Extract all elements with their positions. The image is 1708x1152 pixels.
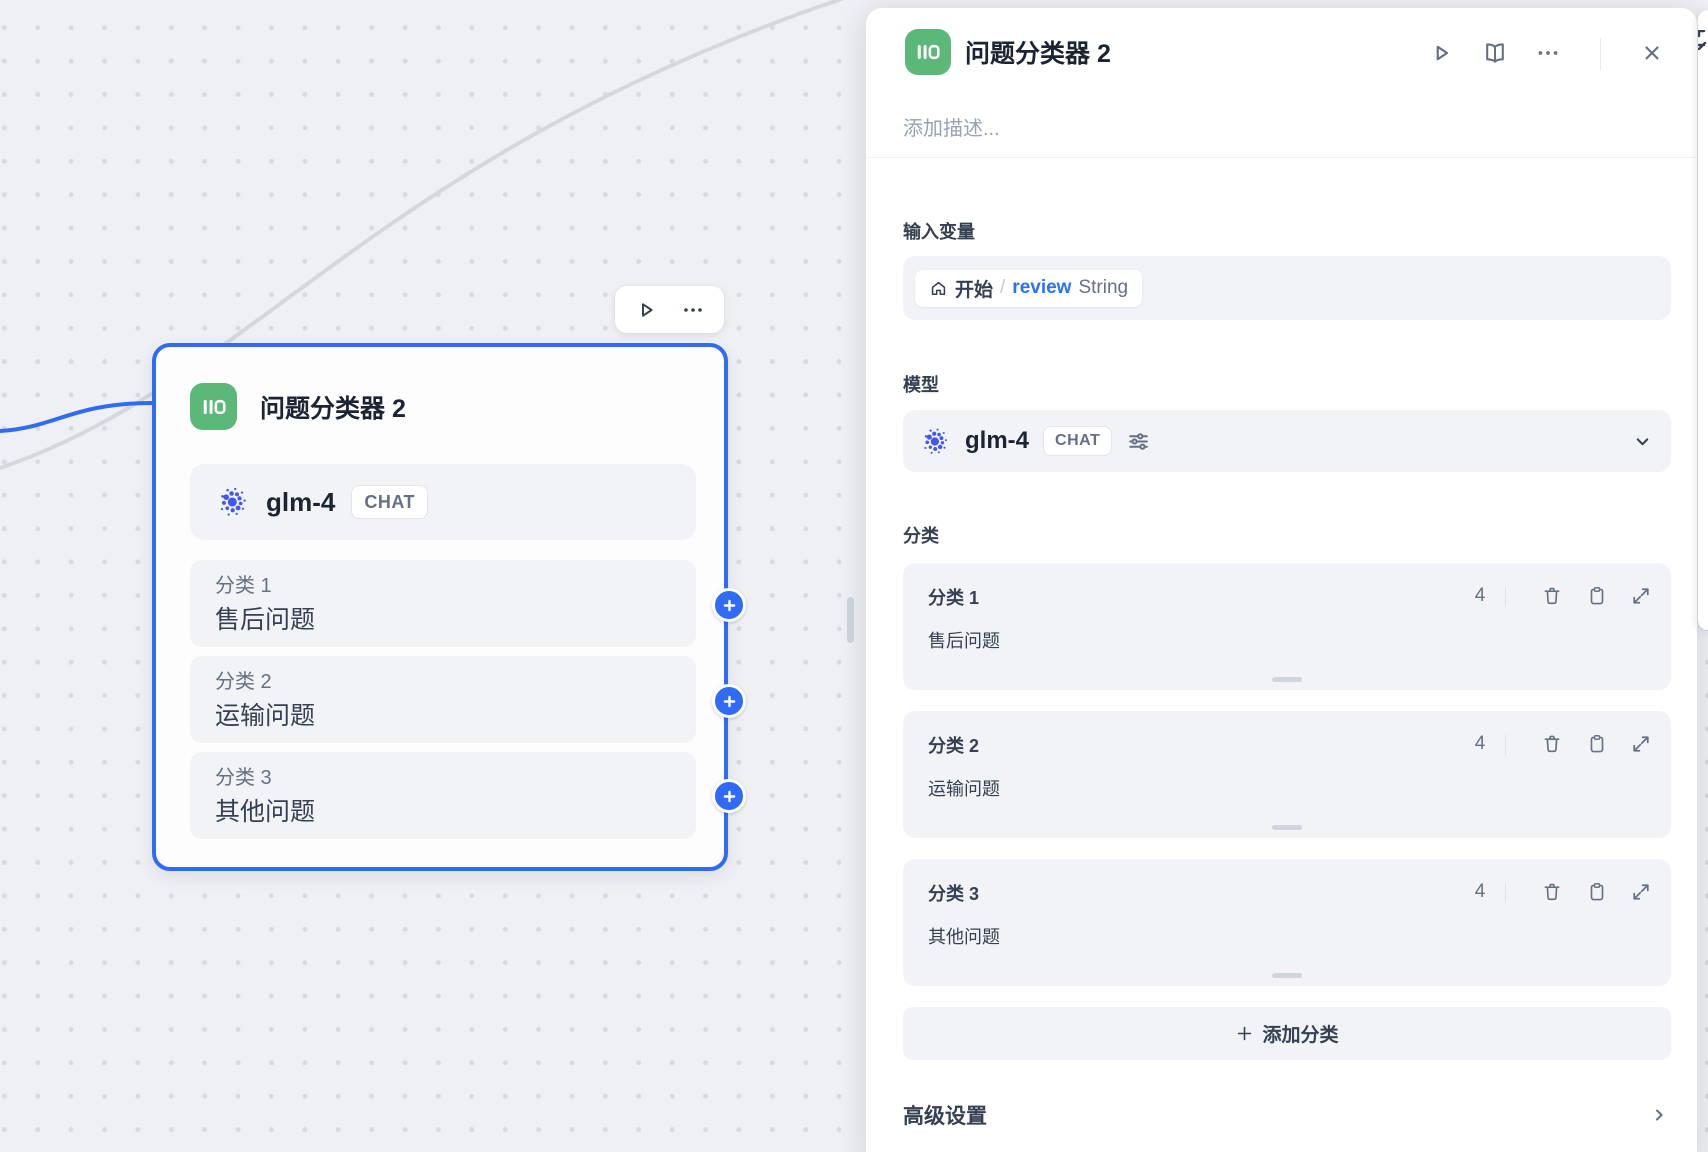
ellipsis-icon bbox=[684, 307, 702, 312]
question-classifier-icon bbox=[917, 44, 940, 60]
category-count: 4 bbox=[1474, 733, 1486, 754]
node-model-mode-badge: CHAT bbox=[351, 485, 428, 519]
category-text: 其他问题 bbox=[928, 927, 1000, 947]
node-category-text: 其他问题 bbox=[215, 798, 316, 826]
variable-source-node: 开始 bbox=[955, 279, 994, 301]
source-handle-category-2[interactable] bbox=[712, 684, 746, 718]
category-card-3[interactable]: 分类 3 4 其他问题 bbox=[903, 859, 1671, 986]
node-category-text: 售后问题 bbox=[215, 606, 316, 634]
panel-run-button[interactable] bbox=[1424, 36, 1458, 70]
copy-icon[interactable] bbox=[1586, 733, 1608, 755]
advanced-settings-row[interactable]: 高级设置 bbox=[903, 1094, 1671, 1136]
home-icon bbox=[931, 281, 946, 295]
panel-more-button[interactable] bbox=[1531, 36, 1565, 70]
category-card-1[interactable]: 分类 1 4 售后问题 bbox=[903, 563, 1671, 690]
advanced-settings-label: 高级设置 bbox=[903, 1105, 987, 1128]
header-divider bbox=[1600, 38, 1601, 70]
category-text: 运输问题 bbox=[928, 779, 1000, 799]
node-run-button[interactable] bbox=[630, 294, 662, 326]
source-handle-category-1[interactable] bbox=[712, 588, 746, 622]
plus-icon bbox=[723, 790, 735, 802]
plus-icon bbox=[723, 695, 735, 707]
copy-icon[interactable] bbox=[1586, 585, 1608, 607]
play-icon bbox=[642, 302, 653, 317]
panel-title: 问题分类器 2 bbox=[965, 40, 1111, 68]
node-model-name: glm-4 bbox=[266, 486, 336, 517]
node-category-3: 分类 3 其他问题 bbox=[190, 752, 696, 839]
input-variable-label: 输入变量 bbox=[903, 222, 975, 242]
model-label: 模型 bbox=[903, 375, 939, 395]
plus-icon bbox=[723, 599, 735, 611]
copy-icon[interactable] bbox=[1586, 881, 1608, 903]
variable-name: review bbox=[1012, 277, 1072, 298]
ellipsis-icon bbox=[1538, 51, 1558, 55]
question-classifier-node[interactable]: 问题分类器 2 glm-4 CHAT 分类 bbox=[152, 343, 746, 871]
node-category-text: 运输问题 bbox=[215, 702, 316, 730]
panel-docs-button[interactable] bbox=[1478, 36, 1512, 70]
input-variable-field[interactable]: 开始 / review String bbox=[903, 256, 1671, 320]
card-divider bbox=[1505, 883, 1506, 903]
offscreen-panel-edge bbox=[1698, 10, 1708, 630]
node-category-label: 分类 3 bbox=[215, 767, 272, 789]
category-title: 分类 2 bbox=[928, 736, 980, 756]
book-open-icon bbox=[1486, 43, 1504, 63]
variable-type: String bbox=[1078, 277, 1129, 298]
categories-label: 分类 bbox=[903, 526, 939, 546]
panel-close-button[interactable] bbox=[1635, 36, 1669, 70]
expand-icon[interactable] bbox=[1630, 733, 1652, 755]
card-divider bbox=[1505, 735, 1506, 755]
model-name: glm-4 bbox=[965, 427, 1030, 454]
category-card-2[interactable]: 分类 2 4 运输问题 bbox=[903, 711, 1671, 838]
node-title: 问题分类器 2 bbox=[260, 394, 406, 423]
question-classifier-icon bbox=[203, 399, 226, 414]
category-count: 4 bbox=[1474, 585, 1486, 606]
glm-model-logo-icon bbox=[220, 487, 246, 516]
panel-node-icon bbox=[905, 29, 951, 75]
category-count: 4 bbox=[1474, 881, 1486, 902]
node-toolbar bbox=[615, 286, 724, 333]
glm-model-logo-icon bbox=[924, 428, 948, 454]
edge-selected bbox=[0, 401, 153, 433]
delete-icon[interactable] bbox=[1541, 881, 1563, 903]
variable-separator: / bbox=[1000, 277, 1006, 298]
variable-pill[interactable]: 开始 / review String bbox=[915, 269, 1143, 307]
offscreen-panel-icon-fragment bbox=[1698, 30, 1707, 50]
card-divider bbox=[1505, 587, 1506, 607]
node-category-label: 分类 2 bbox=[215, 671, 272, 693]
chevron-down-icon bbox=[1636, 437, 1649, 445]
chevron-right-icon bbox=[1656, 1109, 1663, 1121]
expand-icon bbox=[1698, 30, 1707, 50]
category-text: 售后问题 bbox=[928, 631, 1000, 651]
delete-icon[interactable] bbox=[1541, 585, 1563, 607]
header-rule bbox=[866, 157, 1697, 158]
category-title: 分类 1 bbox=[928, 588, 980, 608]
model-mode-badge: CHAT bbox=[1043, 426, 1113, 456]
source-handle-category-3[interactable] bbox=[712, 779, 746, 813]
play-icon bbox=[1436, 45, 1449, 61]
model-selector[interactable]: glm-4 CHAT bbox=[903, 410, 1671, 472]
card-resize-handle[interactable] bbox=[1272, 825, 1302, 830]
plus-icon bbox=[1238, 1026, 1252, 1041]
delete-icon[interactable] bbox=[1541, 733, 1563, 755]
model-params-sliders-icon[interactable] bbox=[1126, 429, 1151, 454]
node-more-button[interactable] bbox=[677, 294, 709, 326]
add-category-button[interactable]: 添加分类 bbox=[903, 1007, 1671, 1060]
node-config-panel: 问题分类器 2 添加描述... 输入变量 bbox=[866, 8, 1697, 1152]
node-category-1: 分类 1 售后问题 bbox=[190, 560, 696, 647]
description-input[interactable]: 添加描述... bbox=[903, 118, 1000, 140]
close-icon bbox=[1645, 46, 1659, 60]
card-resize-handle[interactable] bbox=[1272, 973, 1302, 978]
node-category-2: 分类 2 运输问题 bbox=[190, 656, 696, 743]
expand-icon[interactable] bbox=[1630, 881, 1652, 903]
expand-icon[interactable] bbox=[1630, 585, 1652, 607]
node-model-chip: glm-4 CHAT bbox=[190, 464, 696, 540]
card-resize-handle[interactable] bbox=[1272, 677, 1302, 682]
category-title: 分类 3 bbox=[928, 884, 980, 904]
question-classifier-node-icon bbox=[190, 383, 237, 430]
add-category-label: 添加分类 bbox=[1262, 1025, 1339, 1046]
node-category-label: 分类 1 bbox=[215, 575, 272, 597]
panel-resize-handle[interactable] bbox=[847, 597, 854, 643]
